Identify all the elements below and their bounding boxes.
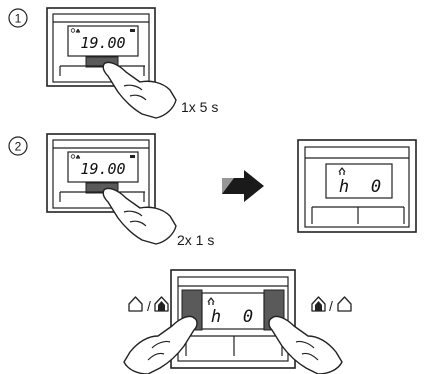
house-filled-icon [154,296,169,312]
step-1: 1 19.00 1x 5 s [8,7,218,119]
left-pressing-hand [123,315,198,374]
mode-icons [70,154,135,159]
lcd-mode-value: 0 [243,307,253,327]
thermostat-device: 19.00 [46,7,156,87]
house-outline-icon [337,296,352,312]
pressing-hand [102,187,177,245]
step-2: 2 19.00 2x 1 s [8,133,417,248]
lcd-screen [201,292,265,330]
right-pressing-hand [268,315,343,374]
lcd-mode-letter: h [211,307,221,327]
step-number-badge: 1 [8,8,28,28]
house-filled-icon [311,296,326,312]
lcd-temperature: 19.00 [80,160,125,178]
thermostat-device-result: h 0 [297,139,417,233]
house-outline-icon [128,296,143,312]
right-arrow-icon [222,170,264,202]
thermostat-device: 19.00 [46,133,156,213]
lcd-screen [67,25,139,57]
step-number: 2 [15,140,22,154]
house-outline-icon [338,167,346,175]
instruction-label: 1x 5 s [181,99,218,115]
house-outline-icon [207,297,215,305]
step-number-badge: 2 [8,136,28,156]
pressing-hand [102,61,177,119]
separator: / [147,298,151,314]
lcd-temperature: 19.00 [80,34,125,52]
instruction-label: 2x 1 s [177,232,214,248]
mode-icons [70,28,135,33]
right-icons-label: / [311,296,352,314]
lcd-screen [325,163,393,199]
center-button[interactable] [85,56,119,68]
center-button[interactable] [85,182,119,194]
step-number: 1 [15,12,22,26]
lcd-screen [67,151,139,183]
lcd-mode-letter: h [339,177,349,197]
separator: / [329,298,333,314]
adjust-panel: h 0 / / [123,269,352,374]
left-icons-label: / [128,296,169,314]
lcd-mode-value: 0 [371,177,381,197]
